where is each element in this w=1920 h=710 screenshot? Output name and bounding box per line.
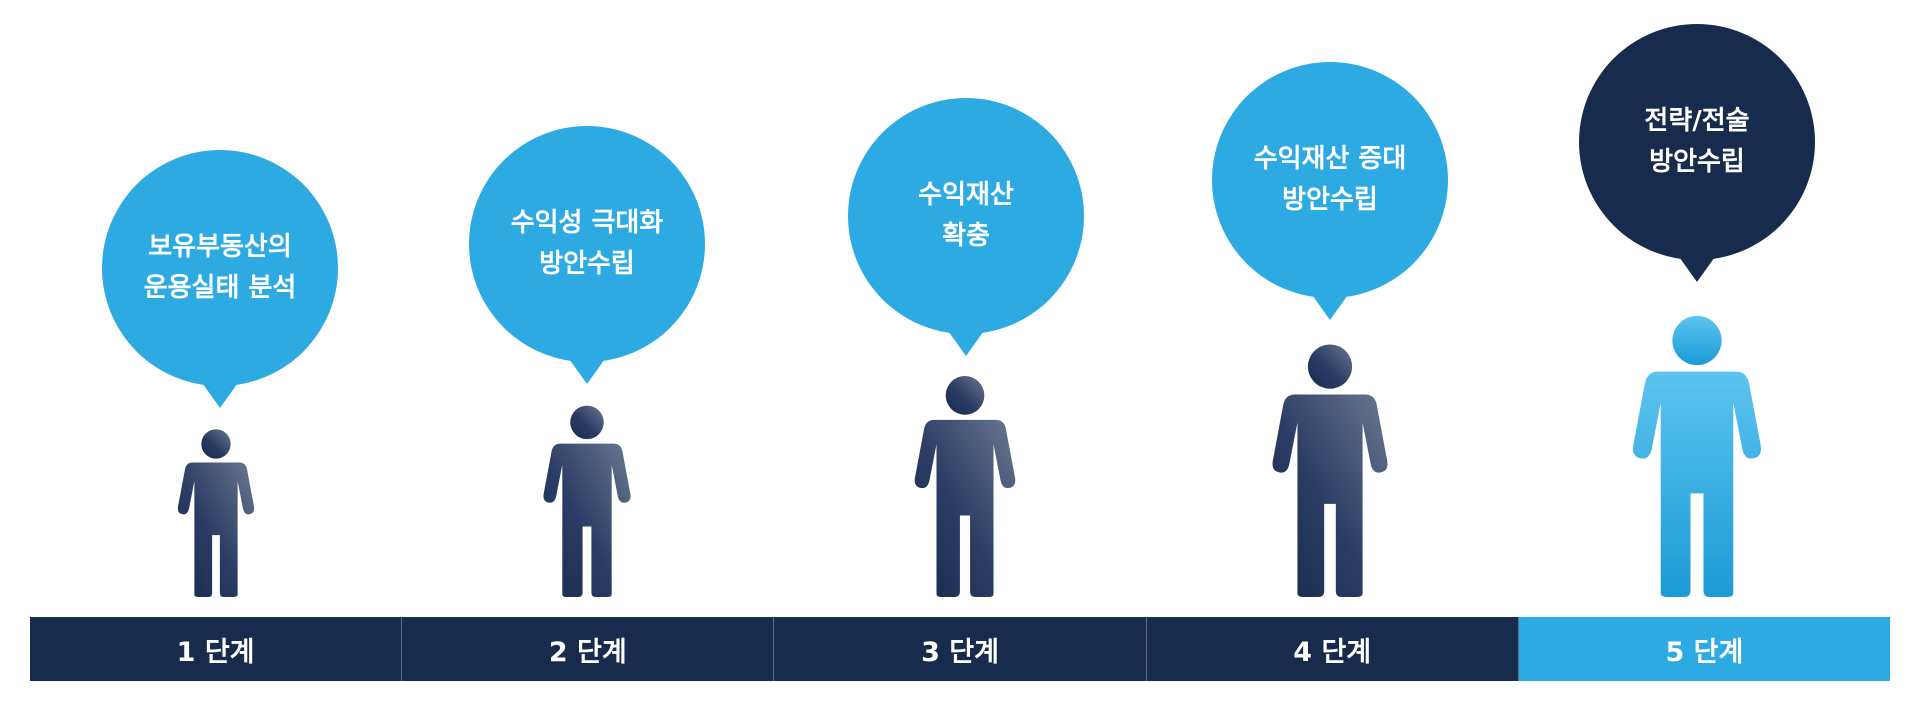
person-icon-3	[913, 373, 1017, 597]
step-3-cell: 3 단계	[774, 617, 1147, 681]
speech-bubble-5: 전략/전술 방안수립	[1579, 24, 1815, 292]
bubble-2-line-1: 수익성 극대화	[510, 208, 664, 238]
speech-bubble-4: 수익재산 증대 방안수립	[1212, 62, 1448, 330]
bubble-3-line-1: 수익재산	[918, 180, 1014, 210]
speech-bubble-2: 수익성 극대화 방안수립	[469, 126, 705, 394]
bubble-4-line-2: 방안수립	[1282, 185, 1378, 215]
person-icon-2	[542, 403, 632, 597]
step-4-cell: 4 단계	[1146, 617, 1519, 681]
person-icon-5	[1632, 312, 1762, 597]
step-5-cell: 5 단계	[1518, 617, 1891, 681]
bubble-1-line-1: 보유부동산의	[148, 232, 292, 262]
person-icon-1	[177, 427, 255, 597]
bubble-5-line-2: 방안수립	[1649, 147, 1745, 177]
step-bar: 1 단계 2 단계 3 단계 4 단계 5 단계	[30, 617, 1891, 681]
bubble-5-line-1: 전략/전술	[1644, 106, 1750, 136]
bubble-1-line-2: 운용실태 분석	[143, 273, 297, 303]
speech-bubble-3: 수익재산 확충	[848, 98, 1084, 366]
bubble-3-line-2: 확충	[942, 221, 990, 251]
step-2-cell: 2 단계	[402, 617, 775, 681]
person-icon-4	[1271, 341, 1389, 597]
bubble-2-line-2: 방안수립	[539, 249, 635, 279]
speech-bubble-1: 보유부동산의 운용실태 분석	[102, 150, 338, 418]
bubble-4-line-1: 수익재산 증대	[1253, 144, 1407, 174]
step-1-cell: 1 단계	[30, 617, 403, 681]
